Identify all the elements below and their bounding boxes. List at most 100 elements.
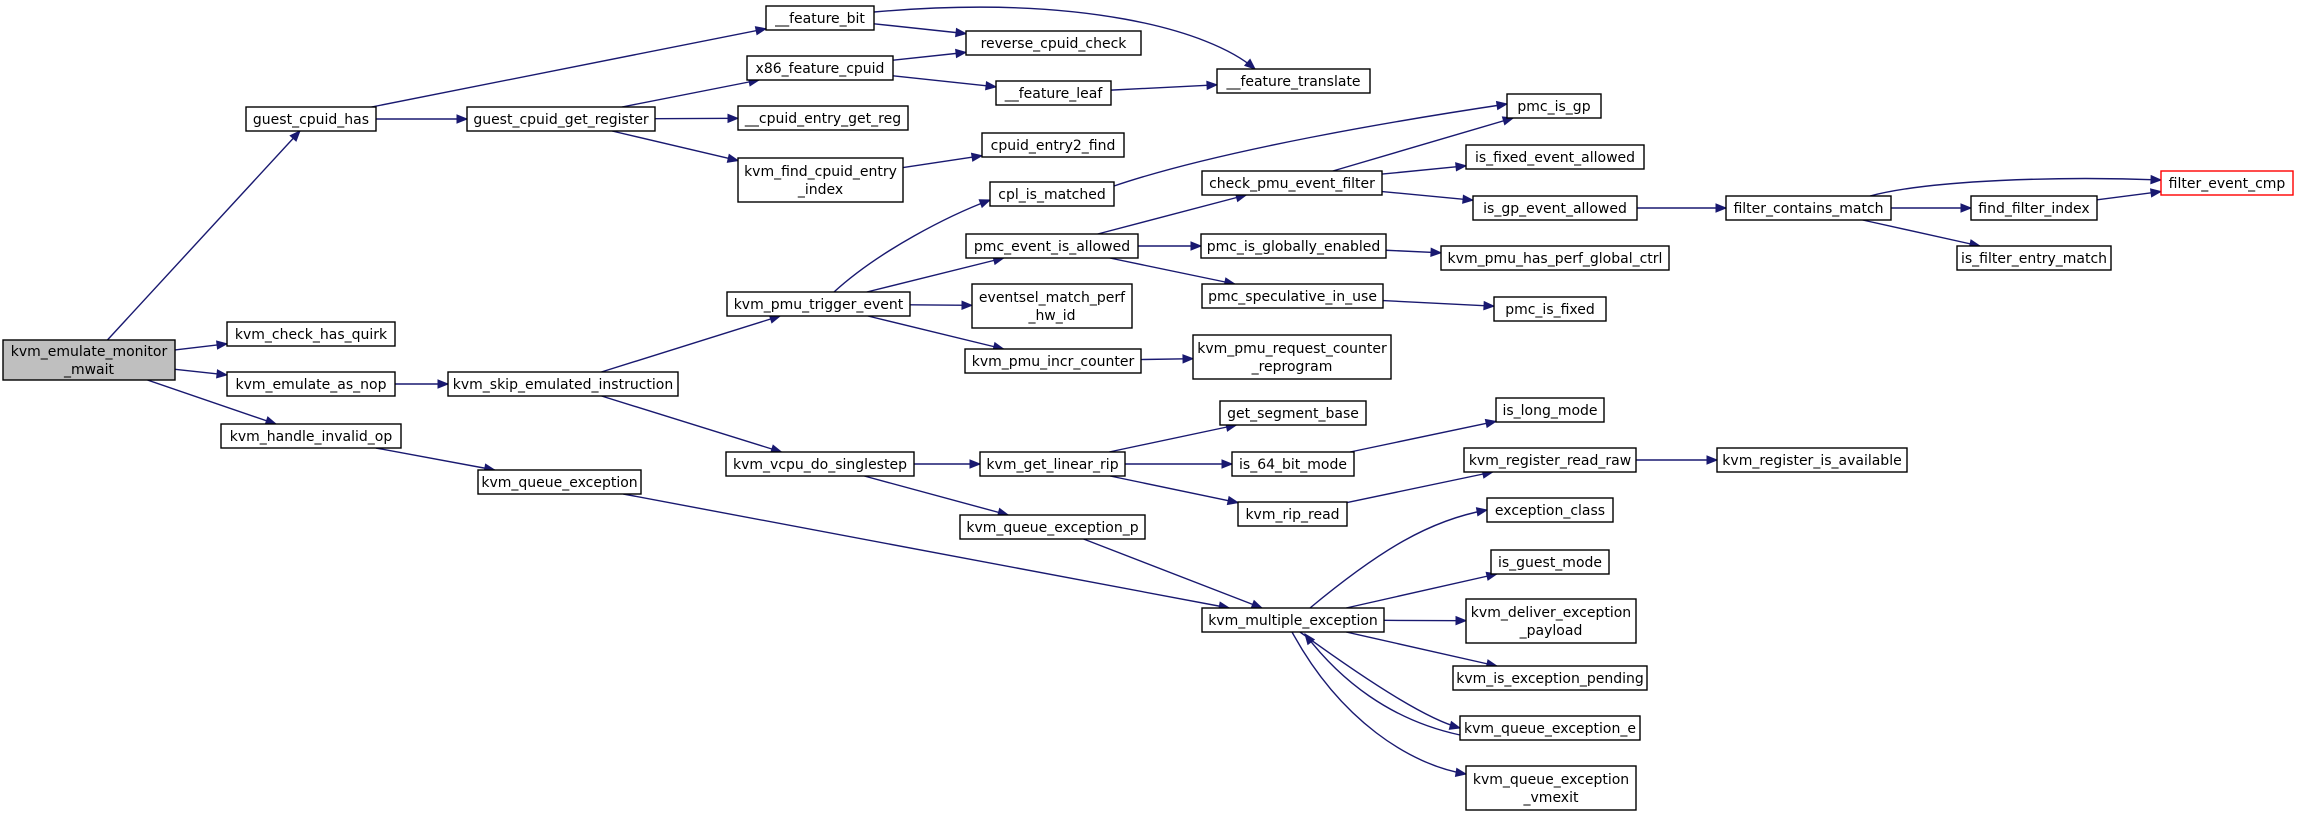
node-box (964, 348, 1142, 374)
node-pmc-speculative-in-use[interactable]: pmc_speculative_in_use (1201, 283, 1384, 309)
edge-kvm_vcpu_do_singlestep-to-kvm_get_linear_rip (914, 459, 982, 469)
node-check-pmu-event-filter[interactable]: check_pmu_event_filter (1201, 170, 1383, 196)
arrowhead (2150, 174, 2163, 185)
edge-x86_feature_cpuid-to-feature_leaf (892, 75, 998, 91)
arrowhead (969, 459, 982, 469)
node-kvm-vcpu-do-singlestep[interactable]: kvm_vcpu_do_singlestep (725, 451, 915, 477)
node-cpl-is-matched[interactable]: cpl_is_matched (989, 181, 1115, 207)
node-is-long-mode[interactable]: is_long_mode (1495, 397, 1605, 423)
node-exception-class[interactable]: exception_class (1486, 497, 1614, 523)
arrowhead (726, 153, 740, 163)
node-label: pmc_is_gp (1517, 99, 1590, 115)
node-x86-feature-cpuid[interactable]: x86_feature_cpuid (746, 55, 894, 81)
node-guest-cpuid-get-register[interactable]: guest_cpuid_get_register (466, 106, 656, 132)
edge-line (864, 475, 1009, 516)
node-label: kvm_skip_emulated_instruction (453, 377, 673, 393)
node-kvm-is-exception-pending[interactable]: kvm_is_exception_pending (1452, 665, 1648, 691)
node-kvm-pmu-incr-counter[interactable]: kvm_pmu_incr_counter (964, 348, 1142, 374)
edge-line (1346, 631, 1497, 667)
node-label: kvm_emulate_monitor (11, 344, 168, 360)
node-kvm-register-read-raw[interactable]: kvm_register_read_raw (1463, 447, 1637, 473)
node-feature-bit[interactable]: __feature_bit (765, 5, 875, 31)
node-eventsel-match-perf-hw-id[interactable]: eventsel_match_perf_hw_id (971, 283, 1133, 329)
node-is-guest-mode[interactable]: is_guest_mode (1490, 549, 1610, 575)
node-box (1463, 447, 1637, 473)
node-cpuid-entry2-find[interactable]: cpuid_entry2_find (981, 132, 1125, 158)
node-kvm-emulate-as-nop[interactable]: kvm_emulate_as_nop (226, 371, 396, 397)
edge-check_pmu_event_filter-to-is_gp_event_allowed (1381, 190, 1475, 204)
node-is-fixed-event-allowed[interactable]: is_fixed_event_allowed (1465, 144, 1645, 170)
edge-check_pmu_event_filter-to-is_fixed_event_allowed (1381, 162, 1468, 175)
node-pmc-is-globally-enabled[interactable]: pmc_is_globally_enabled (1200, 233, 1387, 259)
node-is-filter-entry-match[interactable]: is_filter_entry_match (1956, 245, 2112, 271)
node-kvm-find-cpuid-entry-index[interactable]: kvm_find_cpuid_entry _index (737, 157, 904, 203)
edge-kvm_vcpu_do_singlestep-to-kvm_queue_exception_p (864, 475, 1010, 517)
arrowhead (955, 48, 968, 59)
node-reverse-cpuid-check[interactable]: reverse_cpuid_check (965, 30, 1142, 56)
node-kvm-pmu-request-counter-reprogram[interactable]: kvm_pmu_request_counter_reprogram (1192, 334, 1392, 380)
node-kvm-check-has-quirk[interactable]: kvm_check_has_quirk (226, 321, 396, 347)
node-kvm-multiple-exception[interactable]: kvm_multiple_exception (1201, 607, 1385, 633)
node-label: kvm_multiple_exception (1208, 613, 1378, 629)
edge-kvm_emulate_as_nop-to-kvm_skip_emulated_instruction (395, 379, 450, 389)
edge-pmc_event_is_allowed-to-check_pmu_event_filter (1097, 193, 1248, 235)
node-guest-cpuid-has[interactable]: guest_cpuid_has (245, 106, 377, 132)
node-feature-leaf[interactable]: __feature_leaf (995, 80, 1112, 106)
node-label: pmc_is_globally_enabled (1207, 239, 1381, 255)
node-label: kvm_is_exception_pending (1456, 671, 1644, 687)
node-box (1219, 400, 1367, 426)
node-label: is_64_bit_mode (1239, 457, 1347, 473)
node-kvm-get-linear-rip[interactable]: kvm_get_linear_rip (979, 451, 1126, 477)
node-find-filter-index[interactable]: find_filter_index (1970, 195, 2098, 221)
node-kvm-queue-exception[interactable]: kvm_queue_exception (477, 469, 642, 495)
edge-root-to-kvm_check_has_quirk (174, 340, 229, 351)
node-kvm-handle-invalid-op[interactable]: kvm_handle_invalid_op (220, 423, 402, 449)
edge-line (1291, 631, 1467, 775)
node-kvm-pmu-trigger-event[interactable]: kvm_pmu_trigger_event (726, 291, 911, 317)
node-kvm-register-is-available[interactable]: kvm_register_is_available (1716, 447, 1908, 473)
node-box (981, 132, 1125, 158)
node-is-gp-event-allowed[interactable]: is_gp_event_allowed (1472, 195, 1638, 221)
node-box (989, 181, 1115, 207)
node-label: kvm_register_is_available (1722, 453, 1901, 469)
node-kvm-rip-read[interactable]: kvm_rip_read (1237, 501, 1348, 527)
node-box (725, 451, 915, 477)
node-is-64-bit-mode[interactable]: is_64_bit_mode (1231, 451, 1355, 477)
node-kvm-queue-exception-p[interactable]: kvm_queue_exception_p (959, 514, 1146, 540)
arrowhead (1495, 100, 1509, 111)
node-label: __feature_bit (774, 11, 865, 27)
node-box (1459, 715, 1641, 741)
node-box (1440, 245, 1670, 271)
node-root[interactable]: kvm_emulate_monitor_mwait (2, 339, 176, 381)
edge-line (611, 130, 739, 162)
arrowhead (727, 113, 740, 124)
node-kvm-pmu-has-perf-global-ctrl[interactable]: kvm_pmu_has_perf_global_ctrl (1440, 245, 1670, 271)
node-kvm-queue-exception-vmexit[interactable]: kvm_queue_exception_vmexit (1465, 765, 1637, 811)
node-filter-event-cmp[interactable]: filter_event_cmp (2160, 170, 2294, 196)
call-edges (106, 6, 2163, 778)
node-pmc-is-gp[interactable]: pmc_is_gp (1506, 93, 1602, 119)
node-cpuid-entry-get-reg[interactable]: __cpuid_entry_get_reg (737, 105, 909, 131)
node-feature-translate[interactable]: __feature_translate (1216, 68, 1371, 94)
edge-cpl_is_matched-to-pmc_is_gp (1113, 100, 1509, 187)
node-box (1956, 245, 2112, 271)
edge-feature_bit-to-reverse_cpuid_check (873, 23, 968, 38)
node-pmc-event-is-allowed[interactable]: pmc_event_is_allowed (965, 233, 1139, 259)
node-pmc-is-fixed[interactable]: pmc_is_fixed (1493, 296, 1607, 322)
node-label: _index (797, 182, 843, 198)
edge-line (873, 6, 1256, 70)
node-kvm-queue-exception-e[interactable]: kvm_queue_exception_e (1459, 715, 1641, 741)
node-label: kvm_find_cpuid_entry (744, 164, 897, 180)
node-box (1201, 283, 1384, 309)
node-kvm-skip-emulated-instruction[interactable]: kvm_skip_emulated_instruction (447, 371, 679, 397)
edge-root-to-kvm_emulate_as_nop (174, 368, 229, 379)
node-label: kvm_pmu_request_counter (1197, 341, 1387, 357)
node-kvm-deliver-exception-payload[interactable]: kvm_deliver_exception_payload (1465, 598, 1637, 644)
edge-kvm_find_cpuid_entry_index-to-cpuid_entry2_find (902, 152, 984, 169)
node-box (1465, 765, 1637, 811)
node-label: x86_feature_cpuid (756, 61, 885, 77)
node-get-segment-base[interactable]: get_segment_base (1219, 400, 1367, 426)
node-box (245, 106, 377, 132)
node-filter-contains-match[interactable]: filter_contains_match (1725, 195, 1892, 221)
